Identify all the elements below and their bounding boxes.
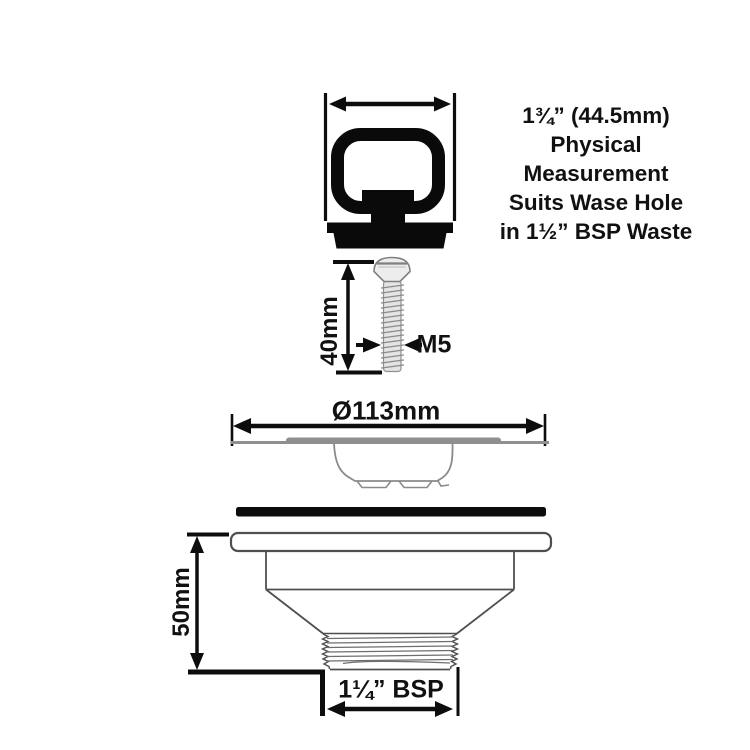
plug-silhouette [327,128,453,249]
gasket-drawing [236,507,546,517]
flange-profile-drawing [231,437,549,489]
plug-width-dimension [323,93,457,221]
annotation-block: 1¾” (44.5mm) Physical Measurement Suits … [477,101,715,246]
strainer-body-drawing [229,531,553,671]
annotation-line-size: 1¾” (44.5mm) [522,103,670,128]
body-height-label: 50mm [168,567,195,637]
screw-thread-pointers [356,337,422,353]
screw-drawing [373,256,411,373]
screw-thread-label: M5 [416,330,452,359]
body-height-dimension [187,532,325,716]
flange-diameter-label: Ø113mm [331,395,441,426]
flange-diameter-dimension [230,414,547,446]
annotation-line-waste: in 1½” BSP Waste [499,219,693,244]
screw-length-dimension [333,260,382,375]
outlet-thread-dimension [327,667,460,717]
screw-length-label: 40mm [316,296,343,366]
annotation-line-suits: Suits Wase Hole [508,190,684,215]
outlet-thread-label: 1¼” BSP [338,675,444,704]
annotation-line-measurement: Physical Measurement [523,132,669,186]
